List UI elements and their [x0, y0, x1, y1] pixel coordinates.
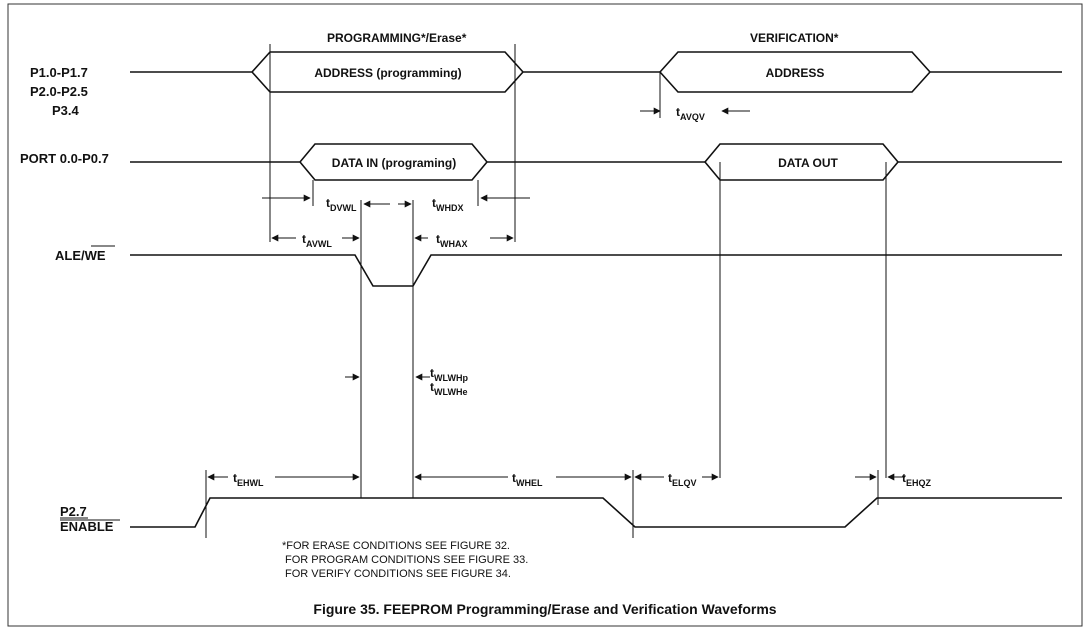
note-line-verify: FOR VERIFY CONDITIONS SEE FIGURE 34.	[285, 568, 511, 580]
phase-programming-label: PROGRAMMING*/Erase*	[327, 31, 467, 45]
enable-waveform	[130, 497, 1062, 528]
bus-label-address-prog: ADDRESS (programming)	[314, 66, 461, 80]
timing-whdx: tWHDX	[432, 196, 464, 213]
signal-label-p27: P2.7	[60, 504, 87, 519]
timing-avwl: tAVWL	[302, 232, 332, 249]
figure-caption: Figure 35. FEEPROM Programming/Erase and…	[313, 601, 776, 617]
signal-label-enable: ENABLE	[60, 519, 114, 534]
ale-we-waveform	[130, 254, 1062, 287]
signal-label-p1: P1.0-P1.7	[30, 65, 88, 80]
timing-avqv: tAVQV	[676, 105, 705, 122]
note-line-erase: *FOR ERASE CONDITIONS SEE FIGURE 32.	[282, 540, 510, 552]
data-bus-in	[130, 143, 705, 181]
note-line-program: FOR PROGRAM CONDITIONS SEE FIGURE 33.	[285, 554, 528, 566]
timing-wlwhe: tWLWHe	[430, 380, 468, 397]
signal-label-p2: P2.0-P2.5	[30, 84, 88, 99]
bus-label-data-in: DATA IN (programing)	[332, 156, 456, 170]
signal-label-ale: ALE/WE	[55, 248, 106, 263]
phase-verification-label: VERIFICATION*	[750, 31, 839, 45]
signal-label-p3: P3.4	[52, 103, 80, 118]
timing-ehqz: tEHQZ	[902, 471, 932, 488]
timing-ehwl: tEHWL	[233, 471, 264, 488]
timing-whel: tWHEL	[512, 471, 543, 488]
address-bus-verification	[659, 51, 1062, 93]
timing-elqv: tELQV	[668, 471, 697, 488]
figure-border	[7, 3, 1083, 627]
timing-dvwl: tDVWL	[326, 196, 357, 213]
address-bus-programming	[130, 51, 660, 93]
bus-label-address: ADDRESS	[766, 66, 825, 80]
timing-whax: tWHAX	[436, 232, 468, 249]
bus-label-data-out: DATA OUT	[778, 156, 838, 170]
data-bus-out	[704, 143, 1062, 181]
timing-wlwhp: tWLWHp	[430, 366, 468, 383]
signal-label-port0: PORT 0.0-P0.7	[20, 151, 109, 166]
